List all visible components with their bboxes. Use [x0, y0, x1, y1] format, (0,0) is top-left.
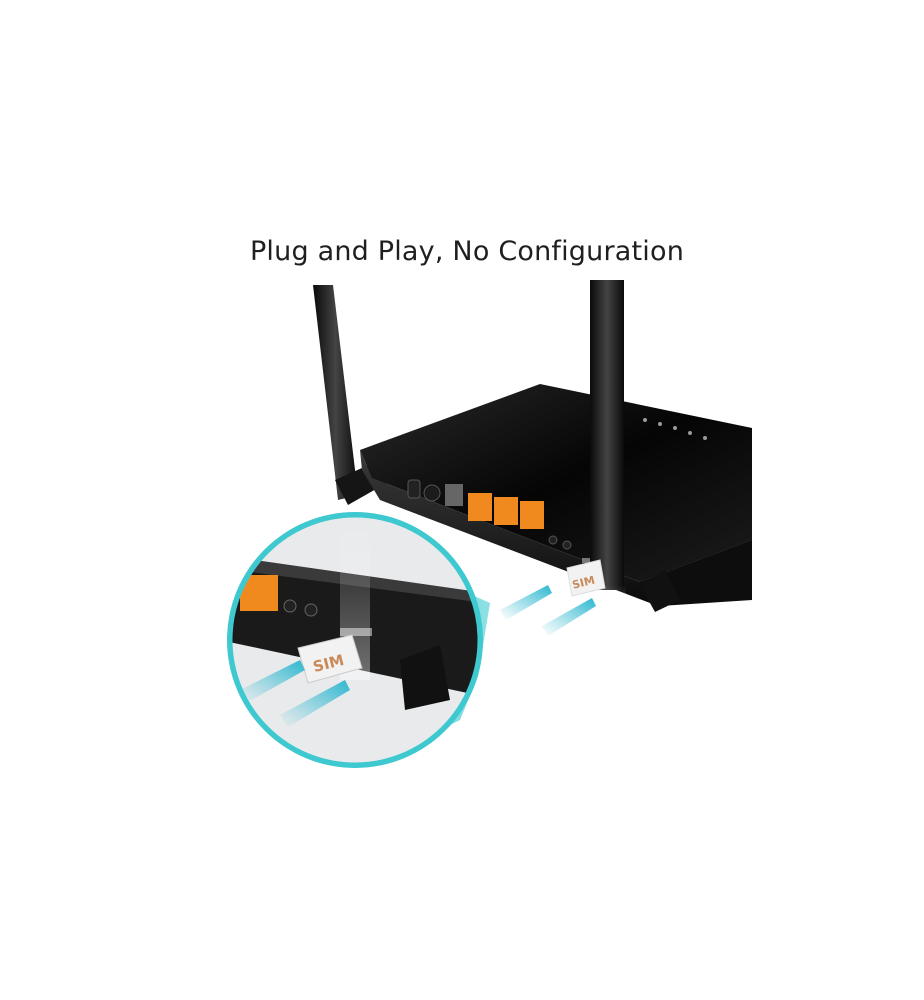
headline: Plug and Play, No Configuration [249, 236, 685, 267]
ethernet-ports [468, 493, 544, 529]
sim-card: SIM [566, 559, 606, 597]
magnified-sim-card: SIM [297, 634, 363, 684]
wifi-button [562, 540, 572, 550]
insert-arrows [500, 585, 596, 636]
svg-text:SIM: SIM [571, 574, 596, 592]
magnifier: SIM [227, 512, 483, 768]
wps-reset-button [548, 535, 558, 545]
right-antenna [588, 280, 680, 625]
status-leds [643, 418, 707, 440]
phone-port [445, 484, 463, 506]
power-jack [407, 479, 441, 502]
